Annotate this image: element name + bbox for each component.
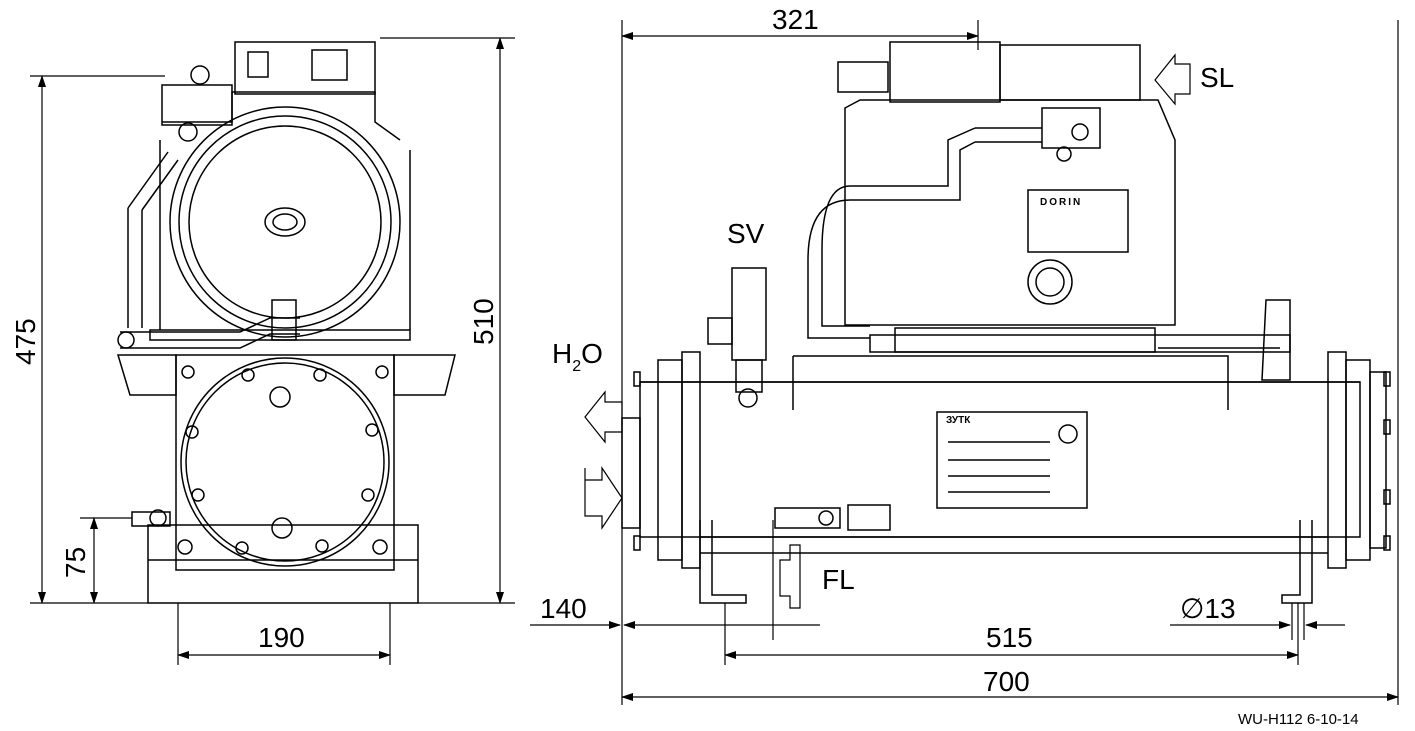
diameter-symbol: ∅ bbox=[1180, 593, 1205, 624]
drawing-id: WU-H112 6-10-14 bbox=[1238, 711, 1359, 728]
compressor-body bbox=[837, 41, 1176, 326]
side-dimensions bbox=[530, 20, 1399, 705]
sv-label: SV bbox=[727, 218, 765, 249]
dim-140: 140 bbox=[540, 593, 587, 624]
dim-700: 700 bbox=[983, 666, 1030, 697]
front-dimensions bbox=[30, 37, 515, 665]
nameplate bbox=[936, 411, 1088, 509]
flange-bolts bbox=[633, 371, 1391, 551]
dim-510: 510 bbox=[468, 298, 499, 345]
hole-diameter-label: ∅13 bbox=[1180, 595, 1236, 623]
front-view bbox=[116, 41, 456, 604]
compressor-logo: DORIN bbox=[1040, 197, 1083, 208]
h2o-label: H2O bbox=[552, 338, 603, 375]
dim-190: 190 bbox=[258, 622, 305, 653]
side-view bbox=[584, 41, 1391, 609]
motor-cover bbox=[169, 106, 401, 338]
dim-75: 75 bbox=[60, 546, 91, 578]
dim-515: 515 bbox=[986, 622, 1033, 653]
fl-arrow bbox=[779, 544, 801, 609]
fl-label: FL bbox=[822, 564, 855, 595]
dim-321: 321 bbox=[772, 4, 819, 35]
dim-13: 13 bbox=[1204, 593, 1236, 624]
dim-475: 475 bbox=[10, 318, 41, 365]
nameplate-brand: ЗУТК bbox=[946, 415, 971, 426]
h2o-out-arrow bbox=[584, 390, 623, 444]
h2o-in-arrow bbox=[584, 466, 623, 530]
sl-label: SL bbox=[1200, 62, 1235, 93]
cover-bolts bbox=[177, 365, 389, 555]
sl-arrow bbox=[1154, 53, 1191, 106]
